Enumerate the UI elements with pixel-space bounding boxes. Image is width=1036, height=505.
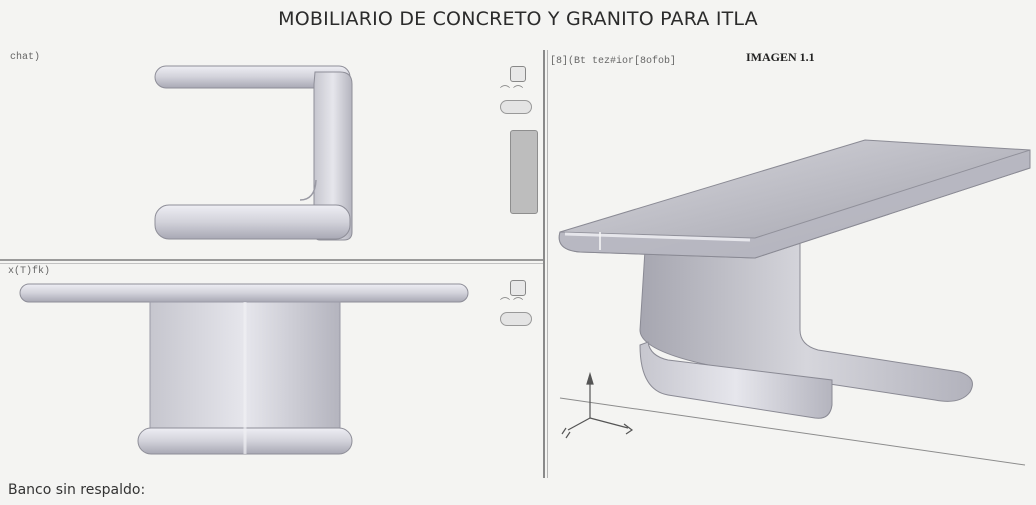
scroll-slider-top[interactable]	[510, 130, 538, 214]
view-cube-button-top[interactable]	[510, 66, 526, 82]
page-title: MOBILIARIO DE CONCRETO Y GRANITO PARA IT…	[278, 8, 758, 30]
image-label: IMAGEN 1.1	[746, 50, 815, 64]
bench-perspective-view	[558, 139, 1031, 466]
view-arrows-icon-top: ⌒ ⌒	[500, 86, 524, 97]
zoom-pill-button-top[interactable]	[500, 100, 532, 114]
viewport-divider-horizontal[interactable]	[0, 259, 543, 261]
bench-front-view	[19, 283, 469, 455]
viewport-label-perspective: [8](Bt tez#ior[8ofob]	[550, 56, 677, 67]
view-cube-button-front[interactable]	[510, 280, 526, 296]
caption: Banco sin respaldo:	[8, 482, 146, 498]
zoom-pill-button-front[interactable]	[500, 312, 532, 326]
viewport-divider-vertical-2	[547, 50, 548, 478]
viewport-label-top: chat)	[10, 52, 41, 63]
viewport-label-front: x(T)fk)	[8, 266, 51, 277]
view-arrows-icon-front: ⌒ ⌒	[500, 298, 524, 309]
viewport-divider-vertical[interactable]	[543, 50, 545, 478]
viewport-divider-horizontal-2	[0, 263, 543, 264]
bench-top-view	[154, 65, 353, 241]
axis-gizmo-icon	[561, 371, 634, 439]
